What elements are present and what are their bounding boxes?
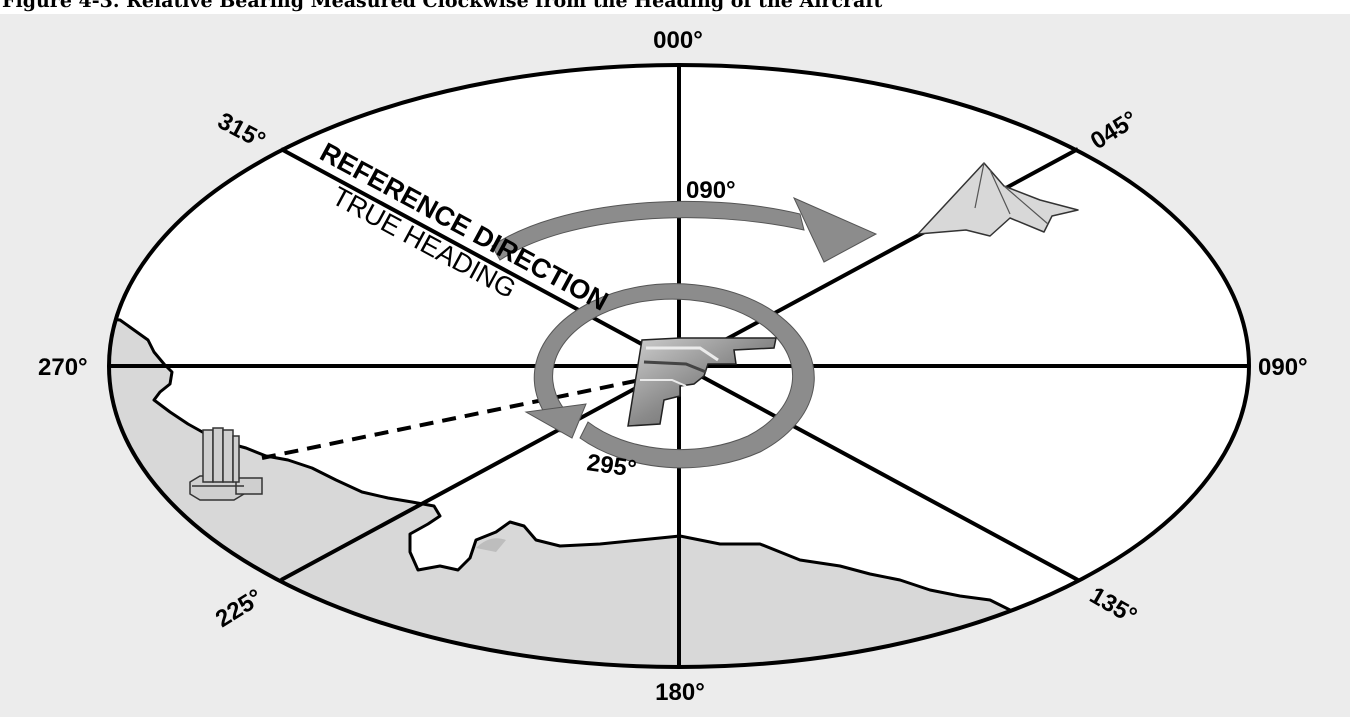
land-shading	[476, 538, 506, 552]
label-090: 090°	[1258, 354, 1308, 381]
label-045: 045°	[1086, 106, 1142, 155]
arc-arrow-295	[524, 283, 815, 469]
label-000: 000°	[653, 27, 703, 54]
compass-ring	[107, 63, 1251, 669]
label-135: 135°	[1085, 582, 1141, 630]
relative-bearing-090: 090°	[686, 177, 736, 204]
bearing-line-station	[261, 378, 641, 460]
label-270: 270°	[38, 354, 88, 381]
radio-tower-icon	[189, 427, 263, 501]
arc-arrow-090	[491, 197, 878, 263]
mountain-icon	[917, 162, 1079, 237]
label-315: 315°	[213, 107, 270, 154]
label-225: 225°	[211, 584, 267, 633]
aircraft-icon	[627, 337, 777, 427]
label-180: 180°	[655, 679, 705, 706]
figure-caption-text: Figure 4-3. Relative Bearing Measured Cl…	[2, 0, 883, 12]
figure-caption: Figure 4-3. Relative Bearing Measured Cl…	[0, 0, 1350, 14]
